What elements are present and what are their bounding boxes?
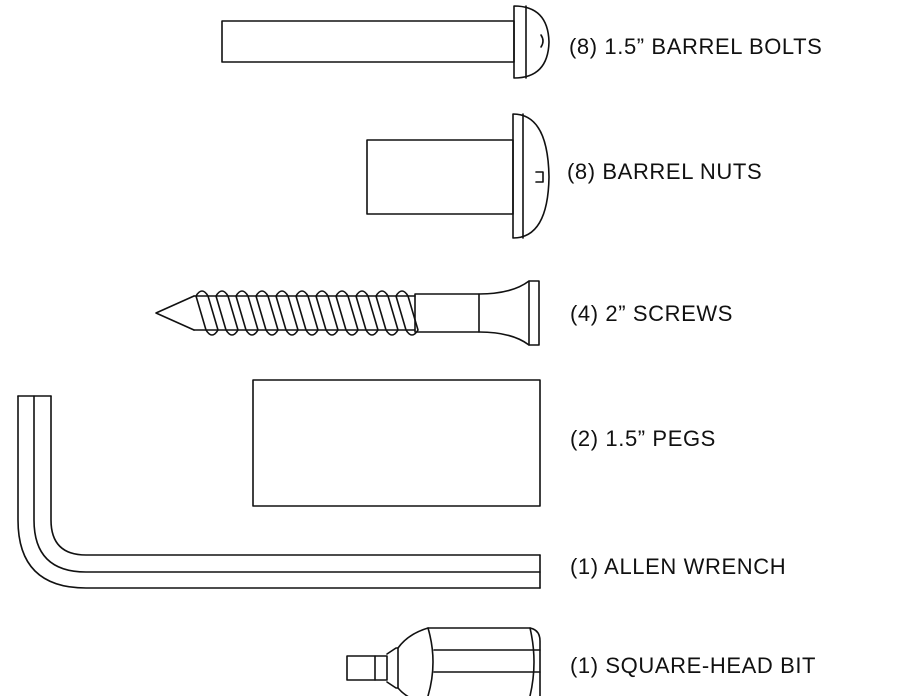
peg-drawing: [252, 379, 541, 507]
screw-thread: [315, 290, 339, 336]
screw-thread: [395, 290, 419, 336]
barrel-nut-drawing: [366, 113, 550, 239]
screw-drawing: [155, 280, 540, 346]
label-barrel-nuts: (8) BARREL NUTS: [567, 159, 763, 184]
label-barrel-bolts: (8) 1.5” BARREL BOLTS: [569, 34, 823, 59]
screw-thread: [255, 290, 279, 336]
screw-thread: [275, 290, 299, 336]
screw-thread: [195, 290, 219, 336]
barrel-bolt-drawing: [221, 5, 550, 79]
label-allen-wrench: (1) ALLEN WRENCH: [570, 554, 787, 579]
screw-thread: [335, 290, 359, 336]
screw-thread: [375, 290, 399, 336]
label-pegs: (2) 1.5” PEGS: [570, 426, 716, 451]
label-screws: (4) 2” SCREWS: [570, 301, 734, 326]
allen-wrench-drawing: [17, 395, 541, 589]
screw-thread: [355, 290, 379, 336]
square-head-bit-drawing: [346, 627, 541, 696]
screw-thread: [295, 290, 319, 336]
label-square-head-bit: (1) SQUARE-HEAD BIT: [570, 653, 817, 678]
screw-thread: [235, 290, 259, 336]
screw-thread: [215, 290, 239, 336]
